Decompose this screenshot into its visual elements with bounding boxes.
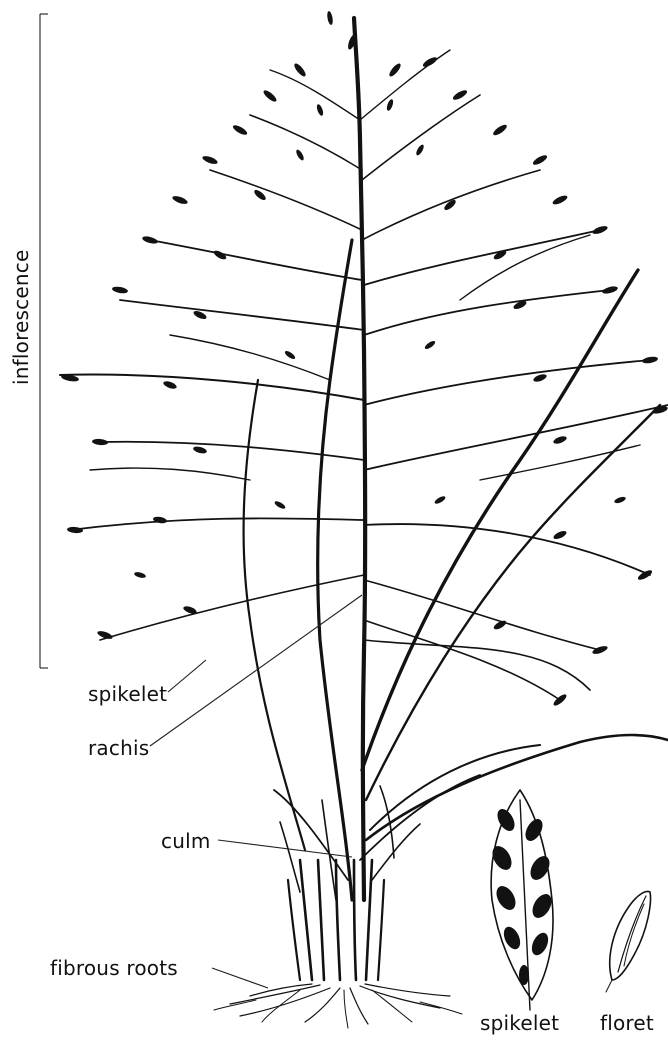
- spikelet-detail-illustration: [489, 790, 556, 1010]
- label-culm: culm: [161, 829, 211, 853]
- fibrous-roots-leader: [212, 968, 268, 988]
- label-spikelet-detail: spikelet: [480, 1011, 559, 1035]
- floret-detail-illustration: [606, 892, 650, 992]
- culm-leader: [218, 840, 352, 857]
- plant-rachis: [244, 18, 660, 900]
- label-rachis: rachis: [88, 736, 149, 760]
- inflorescence-bracket: [40, 14, 48, 668]
- plant-base-roots: [214, 860, 462, 1028]
- label-inflorescence: inflorescence: [9, 250, 33, 385]
- spikelet-leader: [168, 660, 206, 692]
- label-fibrous-roots: fibrous roots: [50, 956, 178, 980]
- label-spikelet-left: spikelet: [88, 682, 167, 706]
- label-floret-detail: floret: [600, 1011, 654, 1035]
